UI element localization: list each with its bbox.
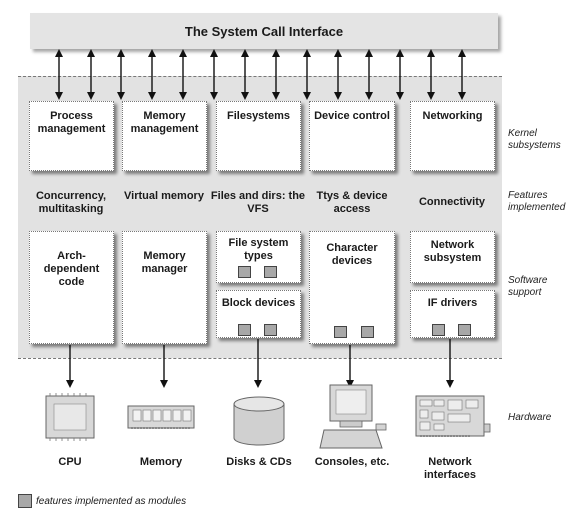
console-computer-icon bbox=[319, 384, 387, 449]
module-icon bbox=[432, 324, 445, 336]
memory-module-icon bbox=[127, 405, 195, 429]
file-system-types-label: File system types bbox=[228, 237, 289, 262]
cpu-icon bbox=[45, 393, 95, 441]
hardware-network-label: Network interfaces bbox=[424, 456, 476, 481]
subsystem-memory-management: Memory management bbox=[122, 101, 207, 171]
label-features-implemented: Features implemented bbox=[508, 190, 566, 213]
system-call-interface: The System Call Interface bbox=[30, 13, 498, 49]
network-subsystem-box: Network subsystem bbox=[410, 231, 495, 283]
module-icon bbox=[264, 324, 277, 336]
label-software-support: Software support bbox=[508, 275, 548, 298]
kernel-top-boundary bbox=[18, 76, 502, 77]
legend-module-swatch bbox=[18, 494, 32, 508]
arch-dependent-code-box: Arch-dependent code bbox=[29, 231, 114, 344]
feature-concurrency: Concurrency, multitasking bbox=[35, 190, 107, 215]
if-drivers-box: IF drivers bbox=[410, 290, 495, 338]
module-icon bbox=[334, 326, 347, 338]
network-card-icon bbox=[415, 395, 491, 437]
module-icon bbox=[238, 324, 251, 336]
module-icon bbox=[458, 324, 471, 336]
subsystem-networking: Networking bbox=[410, 101, 495, 171]
kernel-bottom-boundary bbox=[18, 358, 502, 359]
feature-connectivity: Connectivity bbox=[418, 196, 485, 208]
character-devices-label: Character devices bbox=[326, 242, 378, 267]
hardware-memory-label: Memory bbox=[139, 456, 183, 468]
feature-tty-device-access: Ttys & device access bbox=[316, 190, 388, 215]
module-icon bbox=[361, 326, 374, 338]
character-devices-box: Character devices bbox=[309, 231, 395, 344]
hardware-consoles-label: Consoles, etc. bbox=[314, 456, 390, 468]
hardware-cpu-label: CPU bbox=[58, 456, 82, 468]
hardware-disks-label: Disks & CDs bbox=[226, 456, 292, 468]
feature-virtual-memory: Virtual memory bbox=[124, 190, 204, 202]
file-system-types-box: File system types bbox=[216, 231, 301, 283]
subsystem-device-control: Device control bbox=[309, 101, 395, 171]
if-drivers-label: IF drivers bbox=[427, 297, 478, 309]
block-devices-box: Block devices bbox=[216, 290, 301, 338]
memory-manager-box: Memory manager bbox=[122, 231, 207, 344]
module-icon bbox=[238, 266, 251, 278]
block-devices-label: Block devices bbox=[221, 297, 296, 309]
legend-text: features implemented as modules bbox=[36, 496, 187, 507]
feature-vfs: Files and dirs: the VFS bbox=[210, 190, 306, 215]
label-kernel-subsystems: Kernel subsystems bbox=[508, 128, 561, 151]
subsystem-process-management: Process management bbox=[29, 101, 114, 171]
disk-cylinder-icon bbox=[233, 396, 285, 446]
module-icon bbox=[264, 266, 277, 278]
subsystem-filesystems: Filesystems bbox=[216, 101, 301, 171]
label-hardware: Hardware bbox=[508, 412, 552, 423]
